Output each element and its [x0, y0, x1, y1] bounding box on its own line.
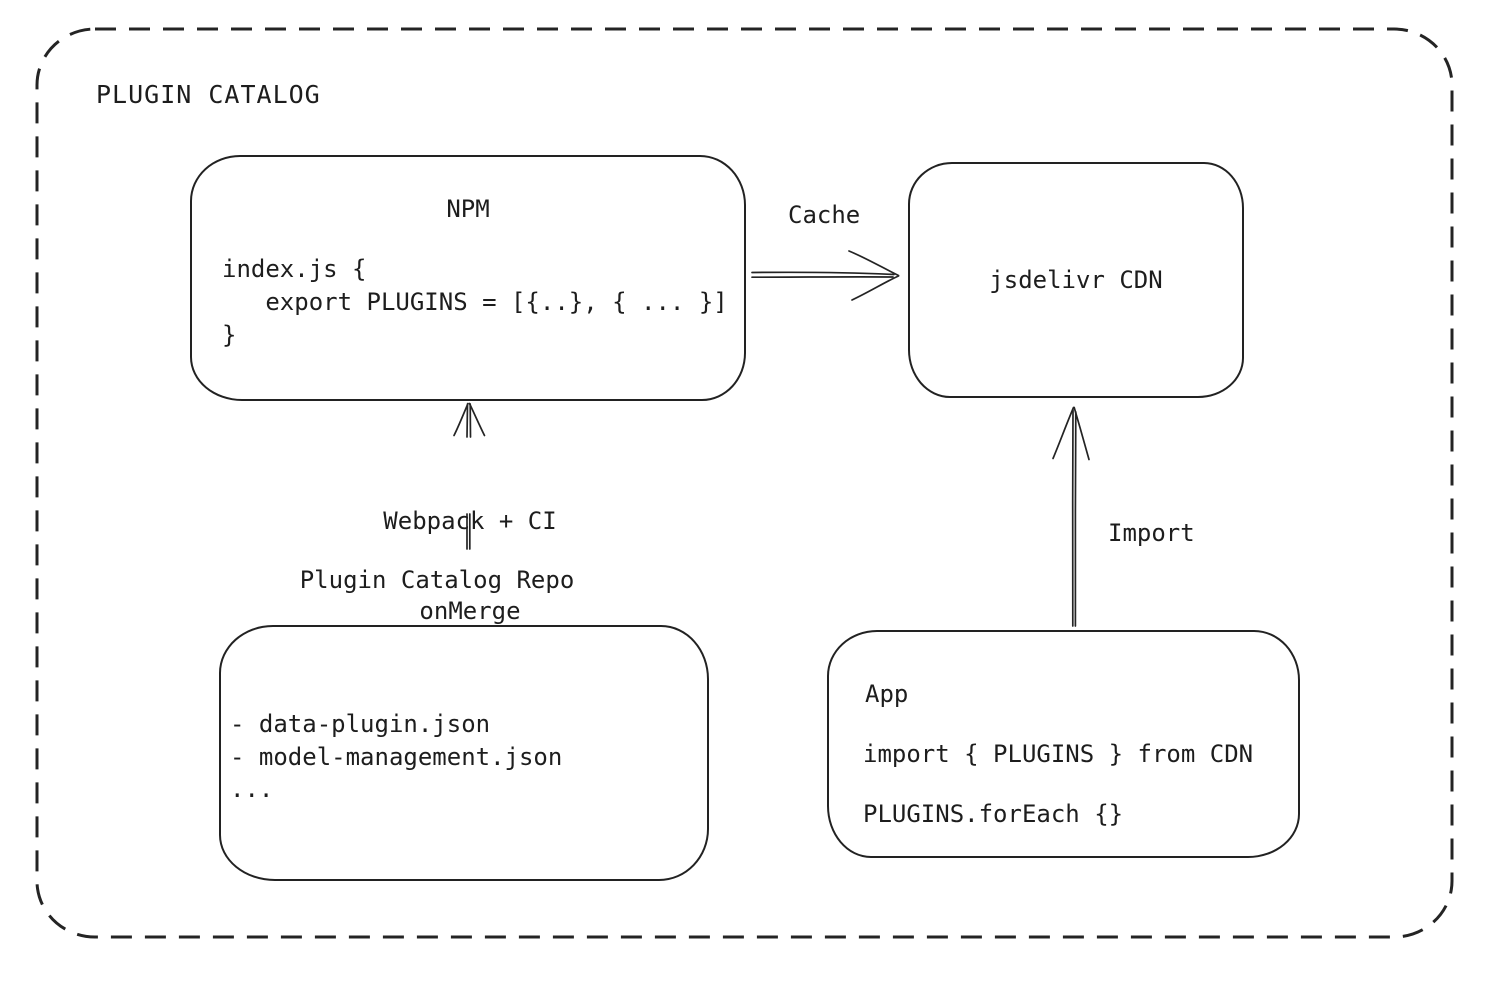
- repo-file-item: ...: [230, 775, 274, 803]
- build-arrow-label-line1: Webpack + CI: [383, 507, 557, 535]
- build-arrow-label-line2: onMerge: [419, 597, 521, 625]
- repo-node-label: Plugin Catalog Repo: [299, 566, 575, 594]
- repo-file-item: - model-management.json: [230, 742, 563, 771]
- app-node-title: App: [865, 680, 909, 708]
- npm-node[interactable]: NPM index.js { export PLUGINS = [{..}, {…: [190, 155, 746, 401]
- diagram-title: PLUGIN CATALOG: [96, 80, 321, 109]
- app-node[interactable]: App import { PLUGINS } from CDN PLUGINS.…: [827, 630, 1300, 858]
- import-arrow-label: Import: [1108, 519, 1195, 547]
- cache-arrow-label: Cache: [788, 201, 861, 229]
- repo-node[interactable]: - data-plugin.json - model-management.js…: [219, 625, 709, 881]
- import-arrow[interactable]: [1052, 406, 1090, 627]
- npm-node-code: index.js { export PLUGINS = [{..}, { ...…: [222, 253, 728, 352]
- app-code-import: import { PLUGINS } from CDN: [863, 740, 1254, 768]
- cdn-node-label: jsdelivr CDN: [989, 266, 1163, 294]
- cache-arrow[interactable]: [751, 250, 900, 301]
- code-line: }: [222, 321, 237, 349]
- cdn-node[interactable]: jsdelivr CDN: [908, 162, 1244, 398]
- code-line: index.js {: [222, 255, 367, 283]
- catalog-frame[interactable]: [35, 27, 1454, 939]
- repo-file-item: - data-plugin.json: [230, 710, 491, 738]
- npm-node-title: NPM: [446, 195, 490, 223]
- build-arrow[interactable]: [453, 402, 486, 550]
- build-arrow-label: Webpack + CI onMerge: [383, 446, 556, 686]
- code-line: export PLUGINS = [{..}, { ... }]: [222, 288, 728, 316]
- repo-file-list: - data-plugin.json - model-management.js…: [230, 708, 562, 806]
- app-code-foreach: PLUGINS.forEach {}: [863, 800, 1124, 828]
